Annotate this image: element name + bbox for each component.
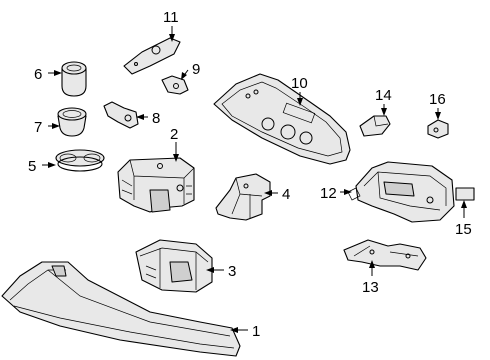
part-3-lower-bin [135, 239, 213, 293]
callout-11: 11 [163, 9, 179, 26]
callout-4: 4 [282, 186, 290, 203]
part-10-console-top-trim [213, 73, 351, 165]
leader-lines [42, 26, 467, 333]
part-9-fastener [161, 75, 189, 95]
part-16-connector [427, 119, 449, 139]
callout-1: 1 [252, 323, 260, 340]
part-6-cup-insert [61, 61, 87, 97]
callout-13: 13 [362, 279, 379, 296]
callout-9: 9 [192, 61, 200, 78]
part-12-storage-base [347, 161, 455, 223]
part-14-small-bracket [359, 115, 391, 137]
callout-12: 12 [320, 185, 337, 202]
part-8-clip [103, 101, 139, 129]
callout-2: 2 [170, 126, 178, 143]
callout-16: 16 [429, 91, 446, 108]
part-13-mounting-plate [343, 239, 427, 271]
part-5-cup-ring [55, 149, 105, 172]
callout-6: 6 [34, 66, 42, 83]
callout-15: 15 [455, 221, 472, 238]
callout-3: 3 [228, 263, 236, 280]
part-15-pad [455, 187, 475, 201]
callout-14: 14 [375, 87, 392, 104]
callout-8: 8 [152, 110, 160, 127]
part-2-shifter-base [117, 157, 195, 213]
part-7-cup [57, 107, 87, 137]
callout-5: 5 [28, 158, 36, 175]
callout-7: 7 [34, 119, 42, 136]
part-11-trim-strip [123, 37, 181, 75]
callout-10: 10 [291, 75, 308, 92]
part-4-bracket [215, 173, 271, 221]
part-1-console-trim-panel [1, 261, 241, 357]
